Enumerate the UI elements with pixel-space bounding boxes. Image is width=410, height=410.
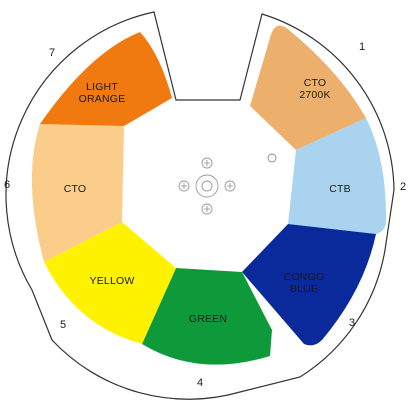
index-dot-icon: [267, 153, 277, 163]
segments-layer: [31, 25, 387, 365]
segment-label-line: YELLOW: [90, 275, 135, 287]
filter-segment-5: [44, 222, 176, 344]
filter-segment-6: [31, 124, 124, 262]
segment-label-line: BLUE: [290, 283, 318, 295]
segment-label-line: LIGHT: [86, 81, 118, 93]
segment-label-line: GREEN: [189, 313, 227, 325]
segment-label-2: CTB: [329, 183, 351, 195]
segment-label-line: ORANGE: [79, 93, 126, 105]
filter-segment-3: [242, 224, 376, 346]
filter-segment-1: [250, 25, 366, 150]
filter-segment-7: [40, 32, 172, 126]
segment-label-5: YELLOW: [90, 275, 135, 287]
segment-number-6: 6: [4, 179, 10, 191]
segment-label-line: CTO: [304, 77, 327, 89]
filter-segment-2: [288, 118, 387, 234]
segment-number-7: 7: [49, 47, 55, 59]
numbers-layer: 1 2 3 4 5 6 7: [4, 41, 406, 389]
segment-label-line: CTO: [64, 183, 87, 195]
segment-number-4: 4: [197, 377, 203, 389]
segment-label-6: CTO: [64, 183, 87, 195]
segment-label-line: CONGO: [284, 271, 325, 283]
segment-label-line: CTB: [329, 183, 351, 195]
segment-label-line: 2700K: [299, 89, 330, 101]
segment-label-4: GREEN: [189, 313, 227, 325]
segment-number-5: 5: [60, 319, 66, 331]
segment-number-1: 1: [359, 41, 365, 53]
segment-number-3: 3: [349, 317, 355, 329]
mounting-hub-icon: [178, 157, 236, 215]
segment-number-2: 2: [400, 181, 406, 193]
filter-segment-4: [142, 268, 272, 365]
